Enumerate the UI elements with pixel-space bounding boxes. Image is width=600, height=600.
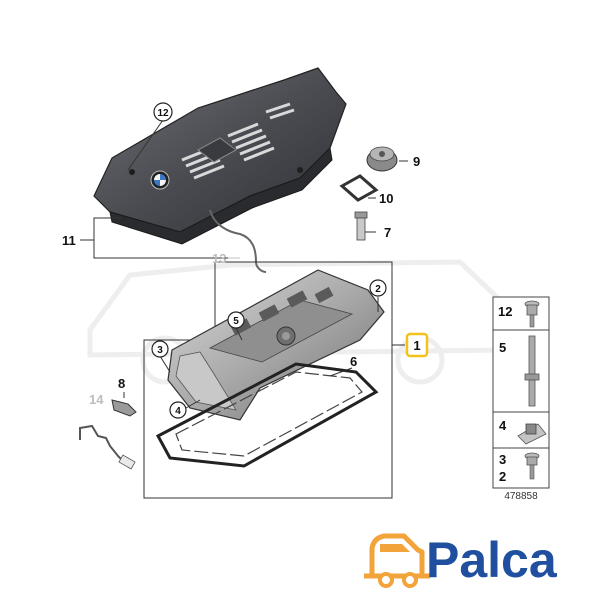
- callout-10[interactable]: 10: [379, 191, 393, 206]
- callout-2[interactable]: 2: [375, 284, 381, 295]
- legend-4: 4: [499, 418, 507, 433]
- callout-5-ring: [227, 311, 245, 329]
- palca-logo: Palca: [364, 532, 558, 588]
- callout-11[interactable]: 11: [62, 233, 76, 248]
- callout-9[interactable]: 9: [413, 154, 420, 169]
- engine-cover: [93, 67, 347, 245]
- oil-filler-cap: [366, 146, 398, 172]
- callout-8[interactable]: 8: [118, 376, 125, 391]
- callout-4[interactable]: 4: [175, 406, 181, 417]
- legend-3: 3: [499, 452, 506, 467]
- cylinder-head-cover: [167, 269, 385, 421]
- van-icon: [364, 533, 430, 588]
- sensor-part: [354, 211, 368, 241]
- callout-7[interactable]: 7: [384, 225, 391, 240]
- callout-2-ring: [369, 279, 387, 297]
- callout-5[interactable]: 5: [233, 316, 239, 327]
- sensor-wire: [79, 424, 125, 463]
- callout-6[interactable]: 6: [350, 354, 357, 369]
- callout-13[interactable]: 13: [212, 251, 226, 266]
- bmw-roundel-icon: [150, 170, 170, 190]
- callout-12-ring: [153, 102, 173, 122]
- bracket: [111, 399, 137, 417]
- legend-12: 12: [498, 304, 512, 319]
- callout-3[interactable]: 3: [157, 345, 163, 356]
- bolt-12-icon: [524, 300, 540, 328]
- logo-text: Palca: [426, 532, 558, 588]
- stud-5-icon: [524, 335, 540, 407]
- clip-nut-4-icon: [517, 423, 547, 445]
- callout-14[interactable]: 14: [89, 392, 104, 407]
- legend-2: 2: [499, 469, 506, 484]
- callout-12[interactable]: 12: [157, 108, 169, 119]
- callout-4-ring: [169, 401, 187, 419]
- sensor-cable: [209, 209, 267, 273]
- hardware-legend: 12 5 4 3 2 478858: [492, 296, 550, 502]
- bolt-2-3-icon: [524, 452, 540, 480]
- reference-number: 478858: [504, 491, 538, 502]
- callout-3-ring: [151, 340, 169, 358]
- callout-1[interactable]: 1: [413, 338, 420, 353]
- legend-5: 5: [499, 340, 506, 355]
- gasket: [155, 362, 379, 468]
- leader-lines: [80, 119, 408, 409]
- callout-1-highlight: [405, 332, 429, 358]
- cap-seal: [339, 174, 379, 202]
